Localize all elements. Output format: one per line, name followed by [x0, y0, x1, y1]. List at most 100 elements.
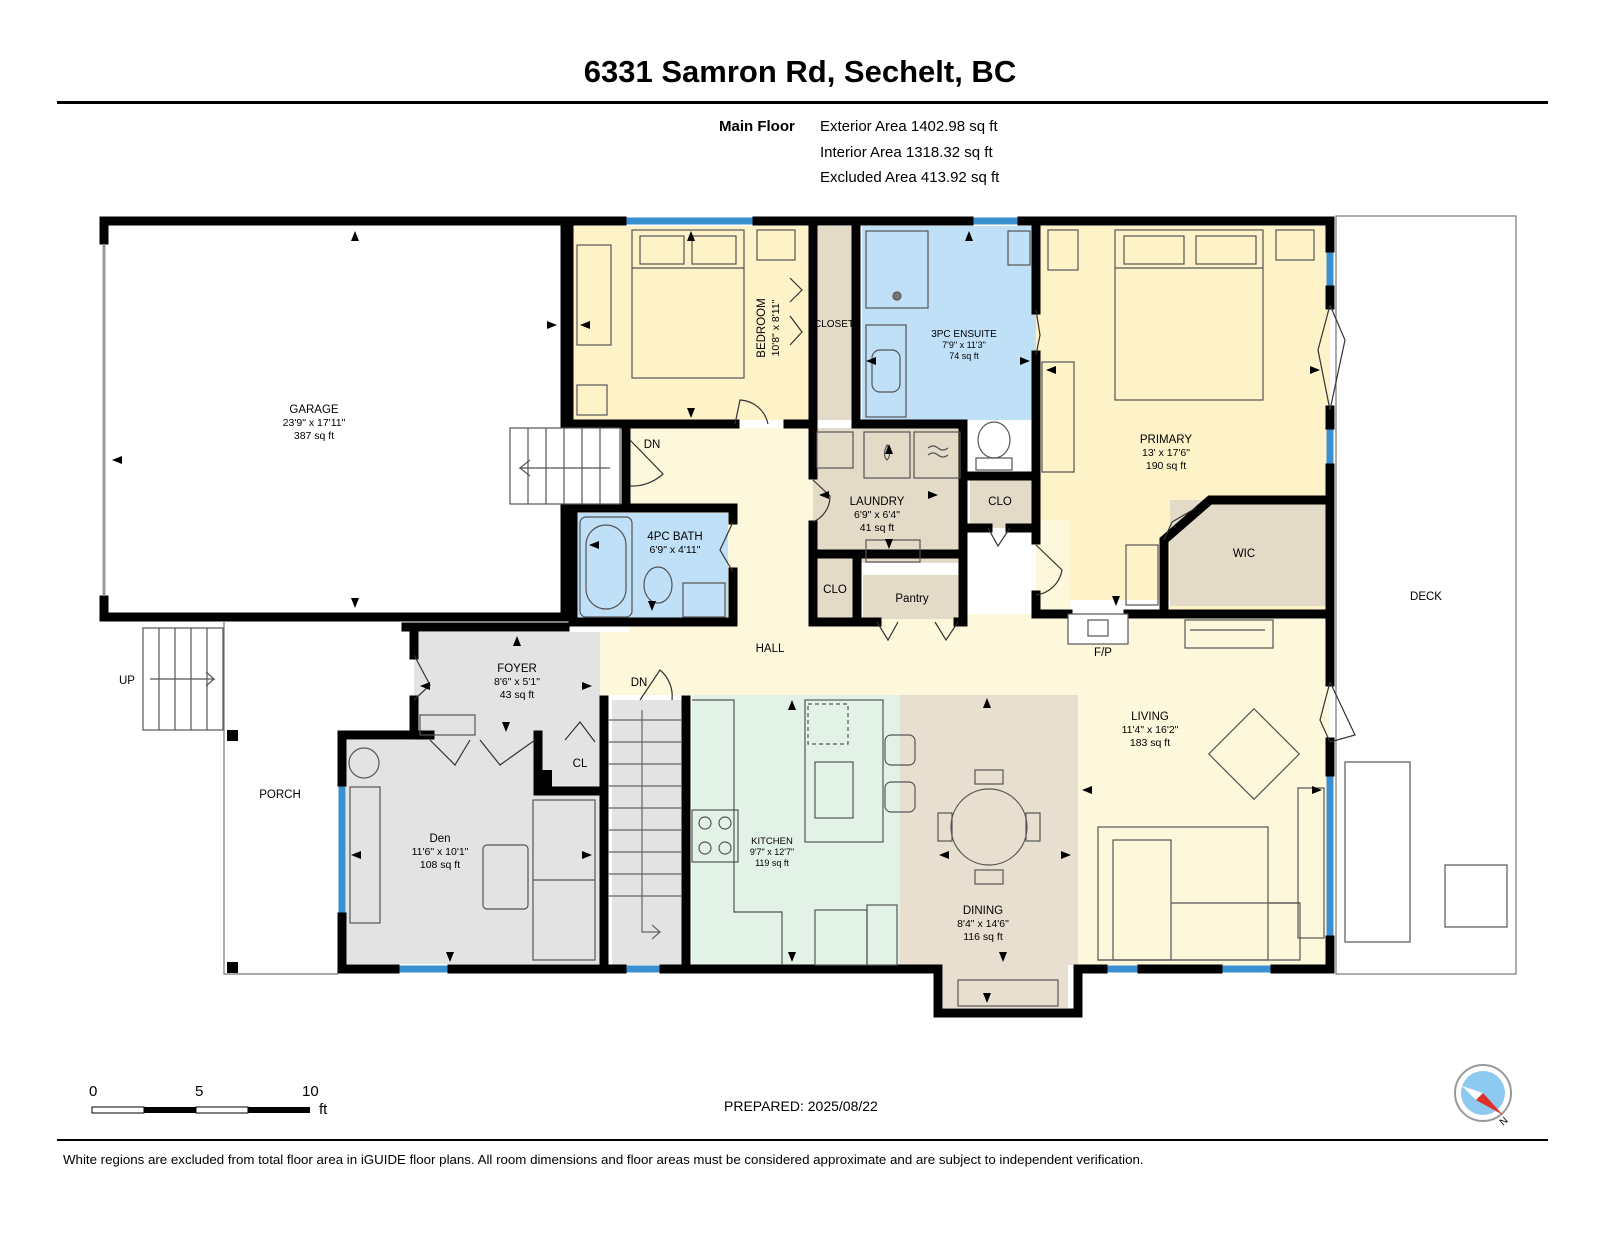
- marker: [1310, 366, 1320, 374]
- door-swing: [429, 739, 536, 766]
- stair-block: [509, 427, 621, 505]
- ensuite-area: 74 sq ft: [949, 351, 979, 361]
- deck-outline: [1335, 215, 1517, 975]
- chair: [974, 869, 1004, 885]
- porch-label: PORCH: [259, 789, 301, 801]
- marker: [513, 636, 521, 646]
- sink-icon: [871, 349, 901, 393]
- bench: [419, 714, 476, 736]
- marker: [885, 539, 893, 549]
- compass: N: [1454, 1064, 1512, 1128]
- ensuite-name: 3PC ENSUITE: [931, 329, 997, 340]
- fireplace-box: [1087, 619, 1109, 637]
- bottom-wall: [659, 964, 1108, 1018]
- closet-label: CLOSET: [814, 319, 854, 330]
- scale-segment: [91, 1106, 145, 1114]
- laundry-sink: [816, 431, 854, 469]
- prepared-date: PREPARED: 2025/08/22: [724, 1098, 878, 1114]
- marker: [1112, 596, 1120, 606]
- porch-post: [227, 730, 238, 741]
- dining-fill: [900, 695, 1078, 1008]
- den-left-wall: [337, 695, 419, 787]
- vanity: [682, 582, 726, 618]
- kitchen-fill: [692, 695, 900, 965]
- stairs-down-upper: [509, 427, 621, 505]
- primary-lower-wall: [1031, 590, 1073, 619]
- footer-disclaimer: White regions are excluded from total fl…: [63, 1152, 1144, 1167]
- garage-area: 387 sq ft: [294, 430, 334, 442]
- marker: [983, 698, 991, 708]
- compass-needle-icon: [1462, 1086, 1483, 1100]
- stair-arrow: [150, 671, 216, 687]
- fireplace: [1067, 613, 1129, 645]
- counter: [865, 539, 921, 563]
- counter: [866, 904, 898, 966]
- exterior-area: Exterior Area 1402.98 sq ft: [820, 118, 998, 135]
- marker: [999, 952, 1007, 962]
- page-title: 6331 Samron Rd, Sechelt, BC: [583, 54, 1017, 89]
- room-fills: [346, 226, 1330, 1008]
- stairs-up-exterior: [142, 627, 224, 731]
- marker: [351, 851, 361, 859]
- marker: [687, 231, 695, 241]
- door-swing: [876, 621, 959, 642]
- marker: [928, 491, 938, 499]
- foyer-dims: 8'6" x 5'1": [494, 676, 540, 688]
- door-swing: [1163, 507, 1197, 541]
- dining-name: DINING: [963, 905, 1003, 917]
- washer-icon: [863, 431, 911, 479]
- dn-label-lower: DN: [631, 677, 648, 689]
- bottom-wall: [337, 912, 400, 974]
- clo1-fill: [970, 478, 1032, 528]
- laundry-wall: [808, 471, 968, 559]
- bathtub-inner: [585, 524, 627, 610]
- marker: [112, 456, 122, 464]
- kitchen-area: 119 sq ft: [755, 858, 789, 868]
- bedroom-dims: 10'8" x 8'11": [770, 299, 782, 356]
- pantry-wall: [953, 549, 968, 627]
- marker: [1046, 366, 1056, 374]
- marker: [866, 357, 876, 365]
- bedroom-fill: [573, 226, 813, 420]
- right-wall: [1270, 935, 1335, 974]
- dn-label-upper: DN: [644, 439, 661, 451]
- door-swing: [1317, 304, 1346, 411]
- hall-label: HALL: [756, 643, 785, 655]
- nightstand: [756, 229, 796, 261]
- pillow: [691, 235, 737, 265]
- scale-segment: [248, 1107, 310, 1113]
- marker: [351, 598, 359, 608]
- bath4-wall: [568, 567, 738, 627]
- deck-label: DECK: [1410, 591, 1442, 603]
- marker: [788, 700, 796, 710]
- pantry-fill: [863, 575, 963, 619]
- marker: [547, 321, 557, 329]
- chest: [1125, 544, 1159, 606]
- towel-rack: [1007, 230, 1031, 266]
- den-name: Den: [429, 833, 450, 845]
- marker: [788, 952, 796, 962]
- door-swing: [1035, 544, 1063, 596]
- area-summary: Exterior Area 1402.98 sq ft Interior Are…: [820, 114, 999, 191]
- pantry-label: Pantry: [895, 593, 928, 605]
- floor-name: Main Floor: [719, 118, 795, 135]
- chair: [974, 769, 1004, 785]
- living-dims: 11'4" x 16'2": [1122, 724, 1179, 736]
- marker: [885, 444, 893, 454]
- primary-name: PRIMARY: [1140, 434, 1193, 446]
- toilet-tank: [975, 457, 1013, 471]
- burner: [718, 841, 732, 855]
- wall-block: [538, 770, 552, 791]
- interior-area: Interior Area 1318.32 sq ft: [820, 143, 993, 161]
- marker: [446, 952, 454, 962]
- toilet-icon: [977, 421, 1011, 459]
- bench: [957, 979, 1059, 1007]
- scale-bar: [91, 1106, 310, 1114]
- clo2-fill: [813, 558, 857, 620]
- excluded-areas: [223, 215, 1517, 975]
- marker: [819, 491, 829, 499]
- closet-fill: [813, 226, 856, 420]
- scale-segment: [195, 1106, 249, 1114]
- marker: [1061, 851, 1071, 859]
- chair: [1025, 812, 1041, 842]
